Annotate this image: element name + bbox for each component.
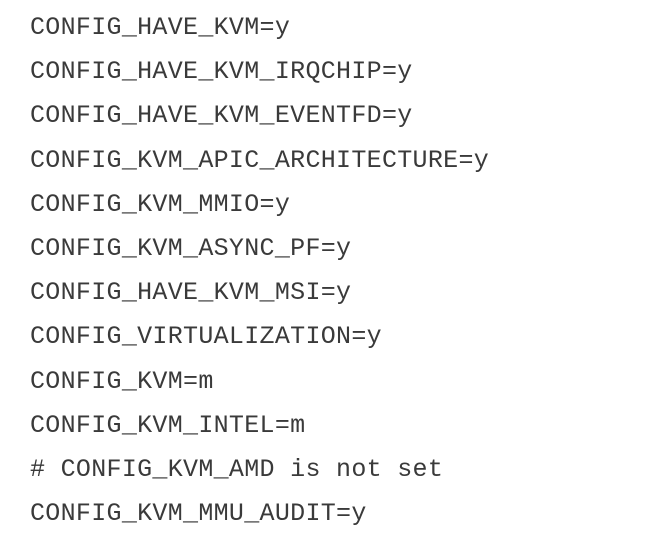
config-line-kvm-mmio: CONFIG_KVM_MMIO=y [30, 189, 291, 219]
config-line-have-kvm-eventfd: CONFIG_HAVE_KVM_EVENTFD=y [30, 101, 413, 131]
config-line-have-kvm: CONFIG_HAVE_KVM=y [30, 13, 291, 42]
config-comment-kvm-amd: # CONFIG_KVM_AMD is not set [30, 454, 444, 484]
config-line-have-kvm-msi: CONFIG_HAVE_KVM_MSI=y [30, 278, 352, 308]
config-line-kvm-mmu-audit: CONFIG_KVM_MMU_AUDIT=y [30, 499, 367, 529]
config-line-kvm: CONFIG_KVM=m [30, 366, 214, 396]
config-line-kvm-apic-architecture: CONFIG_KVM_APIC_ARCHITECTURE=y [30, 145, 490, 175]
config-line-virtualization: CONFIG_VIRTUALIZATION=y [30, 322, 382, 352]
kernel-config-listing: CONFIG_HAVE_KVM=y CONFIG_HAVE_KVM_IRQCHI… [30, 6, 656, 536]
config-line-have-kvm-irqchip: CONFIG_HAVE_KVM_IRQCHIP=y [30, 57, 413, 87]
config-line-kvm-async-pf: CONFIG_KVM_ASYNC_PF=y [30, 233, 352, 263]
config-line-kvm-intel: CONFIG_KVM_INTEL=m [30, 410, 306, 440]
